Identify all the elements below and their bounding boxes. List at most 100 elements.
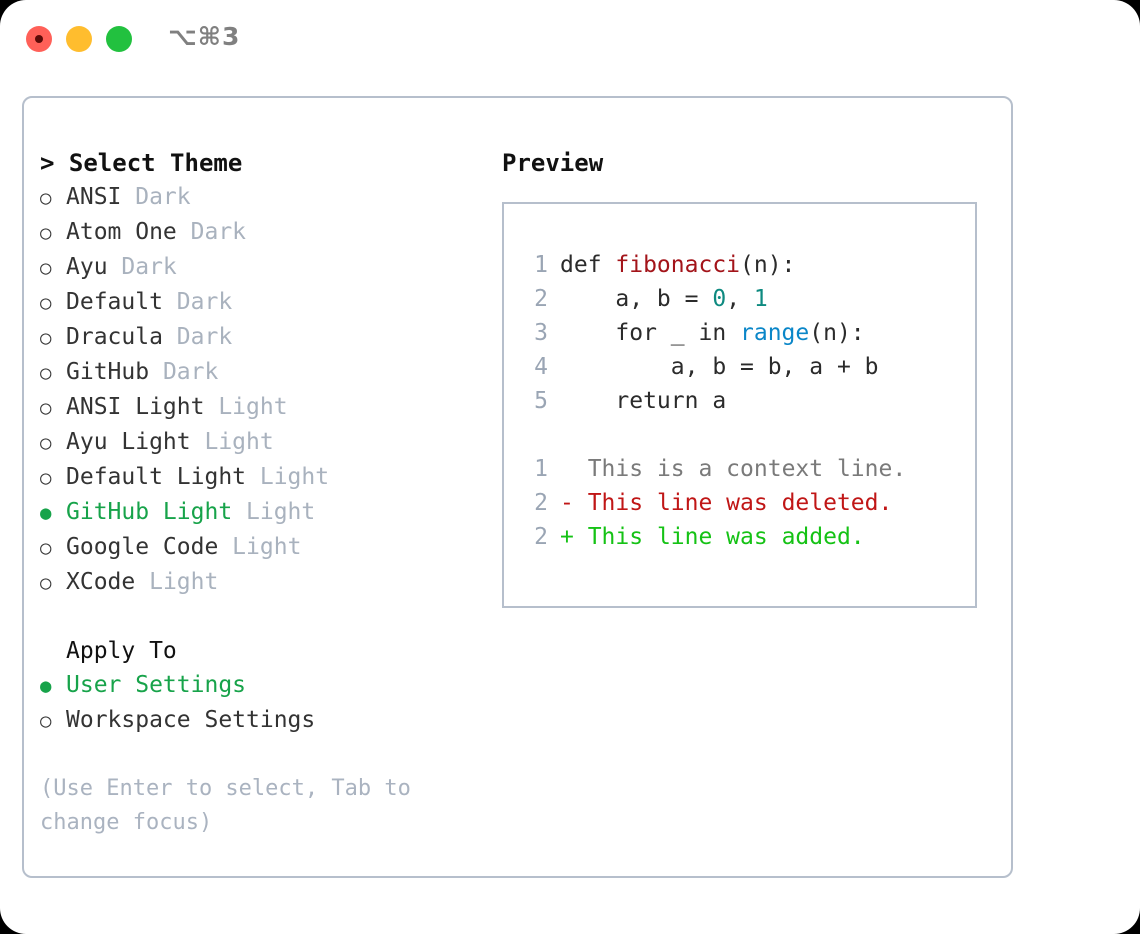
diff-sign (560, 452, 588, 486)
line-number: 2 (534, 286, 548, 312)
select-theme-heading: > Select Theme (40, 149, 243, 177)
theme-option-row[interactable]: ○ANSI Dark (40, 180, 470, 215)
radio-unselected-icon[interactable]: ○ (40, 187, 52, 209)
zoom-button[interactable] (106, 26, 132, 52)
apply-to-option-row[interactable]: ● User Settings (40, 668, 470, 703)
theme-variant: Light (190, 429, 274, 455)
code-token-plain: for _ in (560, 320, 741, 346)
radio-unselected-icon[interactable]: ○ (40, 710, 52, 732)
code-text: def fibonacci(n): (560, 248, 795, 282)
theme-variant: Dark (162, 324, 233, 350)
radio-unselected-icon[interactable]: ○ (40, 362, 52, 384)
theme-variant: Dark (176, 219, 247, 245)
code-text: a, b = b, a + b (560, 350, 879, 384)
theme-name: ANSI Light (66, 394, 205, 420)
line-number: 5 (534, 388, 548, 414)
code-text: a, b = 0, 1 (560, 282, 767, 316)
theme-variant: Light (246, 464, 330, 490)
theme-variant: Light (204, 394, 288, 420)
theme-option-row[interactable]: ○GitHub Dark (40, 355, 470, 390)
diff-sign: + (560, 524, 588, 550)
line-number: 2 (534, 490, 548, 516)
code-token-plain: (n): (809, 320, 865, 346)
theme-list-column: > Select Theme ○ANSI Dark○Atom One Dark○… (40, 146, 470, 840)
theme-picker-panel: > Select Theme ○ANSI Dark○Atom One Dark○… (22, 96, 1013, 878)
theme-name: XCode (66, 569, 136, 595)
diff-line: 2+ This line was added. (522, 520, 975, 554)
theme-option-row[interactable]: ○ Default Light Light (40, 460, 470, 495)
diff-sign: - (560, 490, 588, 516)
line-number: 1 (534, 252, 548, 278)
apply-to-name: User Settings (66, 672, 247, 698)
code-token-plain: a, b = b, a + b (560, 354, 879, 380)
window-controls (26, 26, 132, 52)
theme-option-row[interactable]: ○Google Code Light (40, 530, 470, 565)
theme-variant: Light (218, 534, 302, 560)
code-token-plain: a, b = (560, 286, 713, 312)
theme-list: ○ANSI Dark○Atom One Dark○Ayu Dark○Defaul… (40, 180, 470, 600)
radio-unselected-icon[interactable]: ○ (40, 572, 52, 594)
close-button[interactable] (26, 26, 52, 52)
theme-name: Default (66, 289, 163, 315)
radio-unselected-icon[interactable]: ○ (40, 537, 52, 559)
line-number: 3 (534, 320, 548, 346)
preview-title: Preview (502, 149, 604, 177)
keyboard-shortcut-label: ⌥⌘3 (168, 22, 241, 51)
code-line: 1 def fibonacci(n): (522, 248, 975, 282)
code-line: 3 for _ in range(n): (522, 316, 975, 350)
theme-option-row[interactable]: ○ Ayu Light Light (40, 425, 470, 460)
diff-sample: 1 This is a context line.2- This line wa… (522, 452, 975, 554)
theme-name: Ayu (66, 254, 108, 280)
radio-unselected-icon[interactable]: ○ (40, 432, 52, 454)
keyboard-hint: (Use Enter to select, Tab to change focu… (40, 776, 411, 835)
radio-unselected-icon[interactable]: ○ (40, 292, 52, 314)
code-line: 5 return a (522, 384, 975, 418)
theme-option-row[interactable]: ○ ANSI Light Light (40, 390, 470, 425)
theme-name: Atom One (66, 219, 177, 245)
diff-line: 2- This line was deleted. (522, 486, 975, 520)
theme-name: Dracula (66, 324, 163, 350)
theme-name: Ayu Light (66, 429, 191, 455)
theme-name: Default Light (66, 464, 247, 490)
theme-variant: Dark (107, 254, 177, 280)
theme-option-row[interactable]: ○ Dracula Dark (40, 320, 470, 355)
theme-variant: Light (135, 569, 219, 595)
apply-to-name: Workspace Settings (66, 707, 316, 733)
theme-option-row[interactable]: ○ XCode Light (40, 565, 470, 600)
code-text: return a (560, 384, 726, 418)
apply-to-label: Apply To (66, 638, 177, 664)
apply-to-option-row[interactable]: ○ Workspace Settings (40, 703, 470, 738)
diff-line: 1 This is a context line. (522, 452, 975, 486)
diff-text: This is a context line. (587, 456, 907, 482)
minimize-button[interactable] (66, 26, 92, 52)
line-number: 4 (534, 354, 548, 380)
radio-selected-icon[interactable]: ● (40, 502, 52, 524)
radio-unselected-icon[interactable]: ○ (40, 257, 52, 279)
radio-unselected-icon[interactable]: ○ (40, 467, 52, 489)
theme-option-row[interactable]: ○ Ayu Dark (40, 250, 470, 285)
code-token-plain: return a (560, 388, 727, 414)
code-token-plain: def (560, 252, 616, 278)
line-number: 2 (534, 524, 548, 550)
code-token-num: 0 (712, 286, 727, 312)
radio-unselected-icon[interactable]: ○ (40, 327, 52, 349)
theme-variant: Dark (162, 289, 233, 315)
theme-variant: Dark (121, 184, 191, 210)
code-token-call: range (740, 320, 810, 346)
apply-to-options: ● User Settings ○ Workspace Settings (40, 668, 470, 738)
theme-variant: Light (232, 499, 316, 525)
radio-unselected-icon[interactable]: ○ (40, 222, 52, 244)
theme-option-row[interactable]: ○ Default Dark (40, 285, 470, 320)
theme-option-row[interactable]: ●GitHub Light Light (40, 495, 470, 530)
list-spacer (40, 600, 470, 634)
radio-selected-icon[interactable]: ● (40, 675, 52, 697)
theme-option-row[interactable]: ○ Atom One Dark (40, 215, 470, 250)
radio-unselected-icon[interactable]: ○ (40, 397, 52, 419)
code-token-plain: , (726, 286, 754, 312)
title-bar: ⌥⌘3 (0, 0, 1140, 78)
code-token-plain: (n): (740, 252, 796, 278)
